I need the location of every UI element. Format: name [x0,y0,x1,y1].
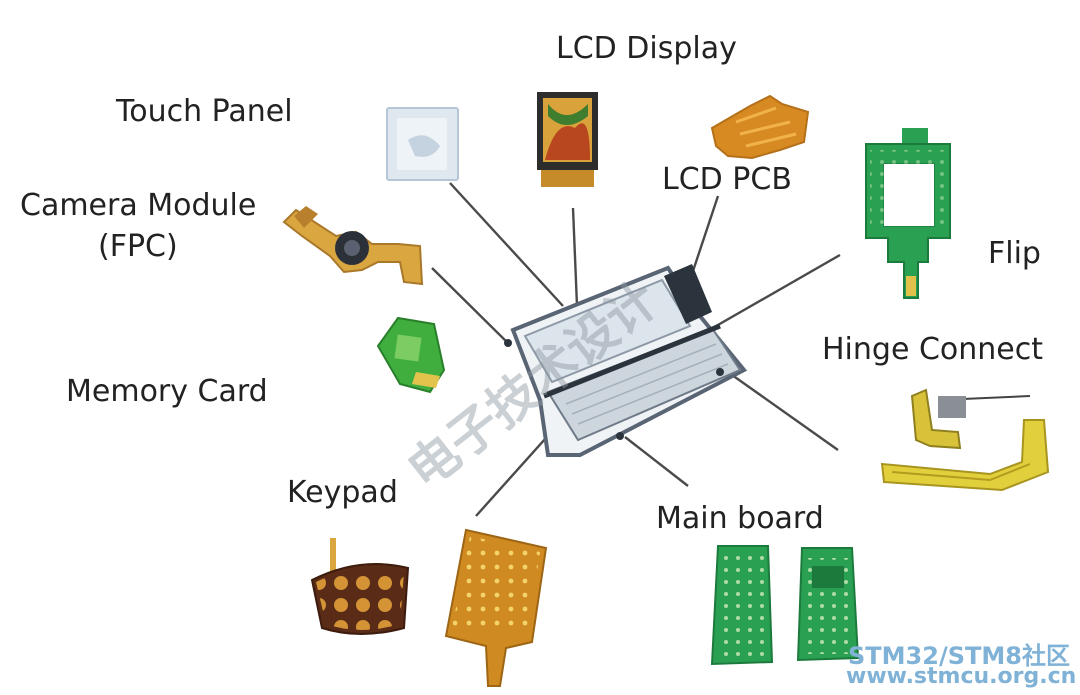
keypad-rubber-image [310,538,410,635]
leader-hinge [724,369,839,451]
label-flip: Flip [988,236,1041,271]
label-lcd-pcb: LCD PCB [662,162,792,197]
lcd-pcb-image [710,94,810,160]
label-lcd-display: LCD Display [556,31,737,66]
keypad-pcb-image [444,528,548,687]
touch-panel-image [386,107,459,181]
leader-lines [431,182,841,517]
label-camera-module-fpc: (FPC) [98,229,178,264]
leader-touch-panel [449,182,564,307]
watermark-url: www.stmcu.org.cn [846,664,1077,689]
label-hinge-connect: Hinge Connect [822,332,1043,367]
camera-module-image [282,206,424,286]
hinge-connect-image [880,388,1050,492]
memory-card-image [376,316,446,394]
flip-pcb-image [865,128,951,299]
lcd-display-image [537,92,598,187]
leader-camera-module [431,267,511,346]
label-touch-panel: Touch Panel [116,94,293,129]
label-keypad: Keypad [287,475,398,510]
leader-main-board [624,436,689,487]
phone-device-image [504,264,748,457]
watermark-brand: STM32/STM8社区 [848,642,1070,670]
label-memory-card: Memory Card [66,374,268,409]
label-main-board: Main board [656,501,824,536]
label-camera-module: Camera Module [20,188,257,223]
main-board-image [710,545,860,666]
leader-lcd-display [571,207,579,307]
